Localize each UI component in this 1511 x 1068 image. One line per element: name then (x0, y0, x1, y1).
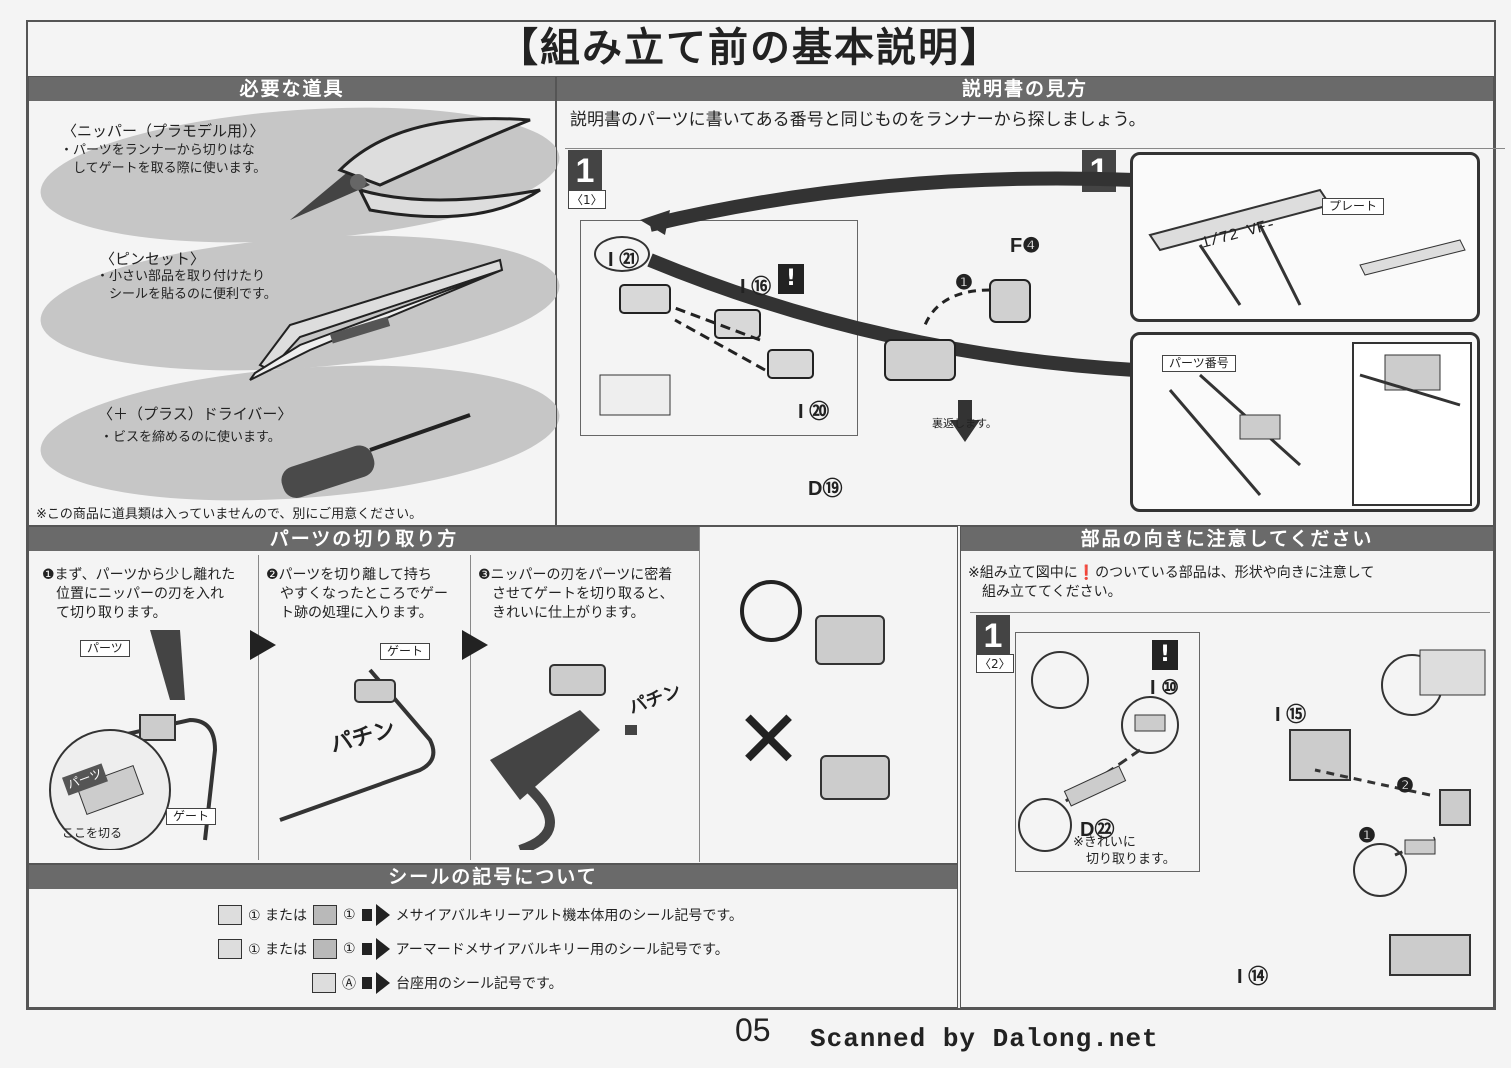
sticker-row-2-desc: アーマードメサイアバルキリー用のシール記号です。 (395, 942, 729, 958)
part-i16: I ⑯ (740, 276, 772, 298)
good-part (815, 615, 885, 665)
part-i20: I ⑳ (798, 401, 830, 423)
arrow-icon (362, 977, 372, 989)
scan-credit: Scanned by Dalong.net (810, 1024, 1159, 1054)
tools-panel (28, 76, 556, 526)
label-gate: ゲート (166, 808, 217, 825)
screwdriver-icon (281, 413, 471, 498)
arrow-step-2 (462, 630, 488, 660)
marker-1: ❶ (955, 272, 973, 294)
stickers-panel (28, 864, 958, 1008)
sticker-row-1-left: ① または (248, 908, 308, 924)
label-parts: パーツ (80, 640, 130, 657)
manual-step-box (565, 148, 1505, 528)
arrow-icon (361, 909, 372, 921)
label-cut-here: ここを切る (62, 826, 123, 840)
flip-text: 裏返します。 (932, 417, 997, 430)
nipper-desc: ・パーツをランナーから切りはな してゲートを取る際に使います。 (60, 143, 267, 176)
orientation-diagram (1018, 649, 1486, 976)
sticker-symbol-icon (218, 905, 242, 925)
sticker-symbol-alt-icon (313, 905, 338, 925)
bad-mark: ✕ (735, 693, 803, 786)
label-gate-2: ゲート (380, 643, 431, 660)
cutting-panel (28, 526, 958, 864)
arrow-icon (361, 943, 372, 955)
marker-1-orient: ❶ (1358, 825, 1376, 847)
part-number-label: パーツ番号 (1162, 355, 1236, 372)
driver-title: 〈＋（プラス）ドライバー〉 (98, 405, 293, 423)
part-d19: D⑲ (808, 478, 843, 500)
sticker-row-3-desc: 台座用のシール記号です。 (396, 976, 563, 992)
manual-step-sub: 〈1〉 (568, 190, 606, 209)
sticker-row-2-left: ① または (248, 942, 308, 958)
good-mark (740, 580, 802, 642)
part-d22: D㉒ (1080, 819, 1115, 841)
page-frame (26, 20, 1496, 1010)
tweezers-desc: ・小さい部品を取り付けたり シールを貼るのに便利です。 (96, 269, 277, 302)
cutting-step-3: ❸ニッパーの刃をパーツに密着 させてゲートを切り取ると、 きれいに仕上がります。 (478, 567, 674, 621)
nipper-title: 〈ニッパー（プラモデル用）〉 (62, 122, 265, 140)
orientation-inner-frame (1015, 632, 1200, 872)
sticker-row-3-right: Ⓐ (342, 976, 356, 992)
page-number: 05 (735, 1012, 771, 1048)
bad-part (820, 755, 890, 800)
sticker-row-1-right: ① (343, 907, 356, 923)
tools-note: ※この商品に道具類は入っていませんので、別にご用意ください。 (36, 507, 423, 522)
manual-intro: 説明書のパーツに書いてある番号と同じものをランナーから探しましょう。 (570, 110, 1146, 130)
cutting-divider-3 (699, 527, 700, 862)
sticker-symbol-icon (218, 939, 242, 959)
tweezers-icon (249, 258, 504, 381)
cutting-step3-diagram (490, 664, 637, 850)
part-f4: F❹ (1010, 235, 1041, 257)
driver-desc: ・ビスを締めるのに使います。 (100, 430, 281, 445)
orientation-step-sub: 〈2〉 (976, 654, 1014, 673)
part-i21-ring (594, 236, 650, 272)
orientation-panel (960, 526, 1494, 1008)
cut-note: ※きれいに 切り取ります。 (1073, 835, 1176, 867)
orientation-caution-icon: ! (1152, 640, 1178, 670)
part-number-runner-icon (1168, 354, 1461, 496)
marker-2: ❷ (1396, 775, 1414, 797)
orientation-header: 部品の向きに注意してください (961, 527, 1493, 551)
tools-header: 必要な道具 (29, 77, 555, 101)
cutting-step-1: ❶まず、パーツから少し離れた 位置にニッパーの刃を入れ て切り取ります。 (42, 567, 236, 621)
page-title: 【組み立て前の基本説明】 (498, 25, 1002, 71)
plate-label: プレート (1322, 198, 1385, 215)
sticker-row-2-right: ① (343, 941, 356, 957)
orientation-step-line (970, 612, 1490, 613)
manual-diagram (599, 171, 1136, 442)
cutting-header: パーツの切り取り方 (29, 527, 699, 551)
cutting-step2-diagram (279, 668, 436, 822)
part-i15: I ⑮ (1275, 704, 1307, 726)
sticker-row-1-desc: メサイアバルキリーアルト機本体用のシール記号です。 (395, 908, 743, 924)
cutting-divider-2 (470, 555, 471, 860)
sticker-symbol-icon (312, 973, 336, 993)
manual-panel (556, 76, 1494, 526)
arrow-step-1 (250, 630, 276, 660)
plate-runner-icon (1148, 188, 1466, 306)
sticker-row-3: Ⓐ 台座用のシール記号です。 (312, 972, 563, 994)
stickers-header: シールの記号について (29, 865, 957, 889)
part-i10: I ⑩ (1150, 677, 1180, 699)
manual-step-number: 1 (568, 150, 602, 192)
caution-icon: ! (778, 264, 804, 294)
sticker-row-2: ① または ① アーマードメサイアバルキリー用のシール記号です。 (218, 938, 729, 960)
cutting-divider-1 (258, 555, 259, 860)
cutting-step-2: ❷パーツを切り離して持ち やすくなったところでゲー ト跡の処理に入ります。 (266, 567, 448, 621)
part-i14: I ⑭ (1237, 966, 1269, 988)
sticker-symbol-alt-icon (313, 939, 338, 959)
sticker-row-1: ① または ① メサイアバルキリーアルト機本体用のシール記号です。 (218, 904, 743, 926)
orientation-note: ※組み立て図中に❗のついている部品は、形状や向きに注意して 組み立ててください。 (968, 565, 1375, 600)
orientation-step-number: 1 (976, 615, 1010, 657)
manual-header: 説明書の見方 (557, 77, 1493, 101)
cutting-step1-diagram (49, 630, 218, 850)
tweezers-title: 〈ピンセット〉 (100, 250, 206, 268)
nipper-icon (290, 117, 541, 220)
